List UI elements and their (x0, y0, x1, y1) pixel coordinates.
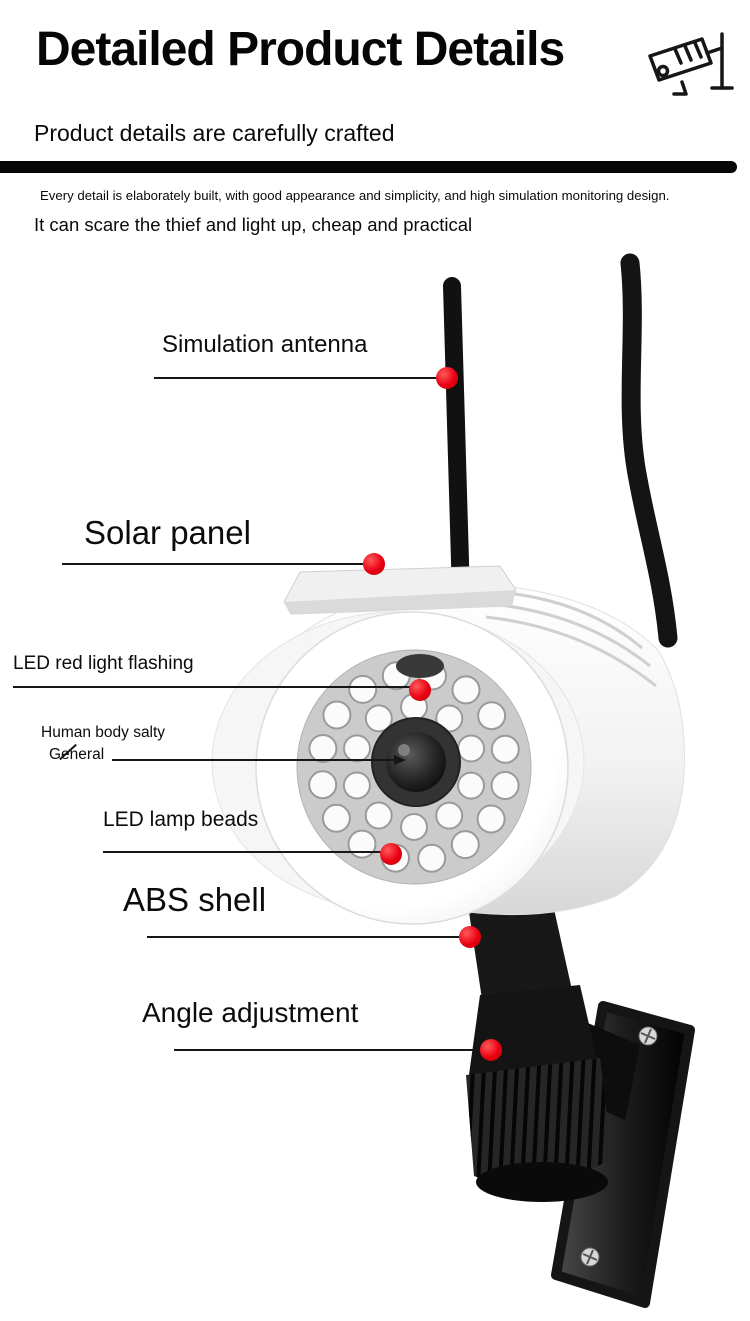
callout-dot-led-red-light (409, 679, 431, 701)
callout-line-angle-adjustment (174, 1049, 494, 1051)
callout-dot-angle-adjustment (480, 1039, 502, 1061)
camera-face (211, 611, 585, 925)
callout-label-simulation-antenna: Simulation antenna (162, 331, 368, 358)
callout-arrowhead-icon (394, 755, 406, 765)
cctv-camera-icon (648, 32, 734, 96)
callout-line-simulation-antenna (154, 377, 452, 379)
divider-bar (0, 161, 737, 173)
callout-label-led-lamp-beads: LED lamp beads (103, 808, 259, 831)
page-subtitle: Product details are carefully crafted (34, 120, 395, 146)
screw-top-icon (638, 1026, 658, 1046)
camera-body (259, 583, 685, 916)
description-note: Every detail is elaborately built, with … (40, 188, 670, 203)
callout-line-human-body-sensor (112, 759, 396, 761)
camera-lens (371, 717, 461, 807)
callout-label-led-red-light: LED red light flashing (13, 653, 194, 674)
callout-dot-led-lamp-beads (380, 843, 402, 865)
description-tagline: It can scare the thief and light up, che… (34, 214, 473, 235)
callout-line-led-lamp-beads (103, 851, 393, 853)
wall-mount-plate (551, 1001, 695, 1308)
callout-dot-simulation-antenna (436, 367, 458, 389)
callout-dot-solar-panel (363, 553, 385, 575)
antenna-left (443, 277, 470, 605)
callout-label-human-body-sensor-general: General (49, 746, 105, 763)
callout-label-abs-shell: ABS shell (123, 881, 267, 918)
antenna-right (620, 253, 678, 648)
callout-line-led-red-light (13, 686, 424, 688)
screw-bottom-icon (580, 1247, 600, 1267)
callout-line-abs-shell (147, 936, 474, 938)
callout-dot-abs-shell (459, 926, 481, 948)
callout-label-solar-panel: Solar panel (84, 514, 251, 551)
callout-label-angle-adjustment: Angle adjustment (142, 997, 359, 1028)
callout-line-solar-panel (62, 563, 380, 565)
solar-panel (283, 565, 517, 615)
page-title: Detailed Product Details (36, 23, 565, 76)
ir-sensor-window (396, 654, 444, 678)
callout-label-human-body-sensor: Human body salty (41, 724, 166, 741)
